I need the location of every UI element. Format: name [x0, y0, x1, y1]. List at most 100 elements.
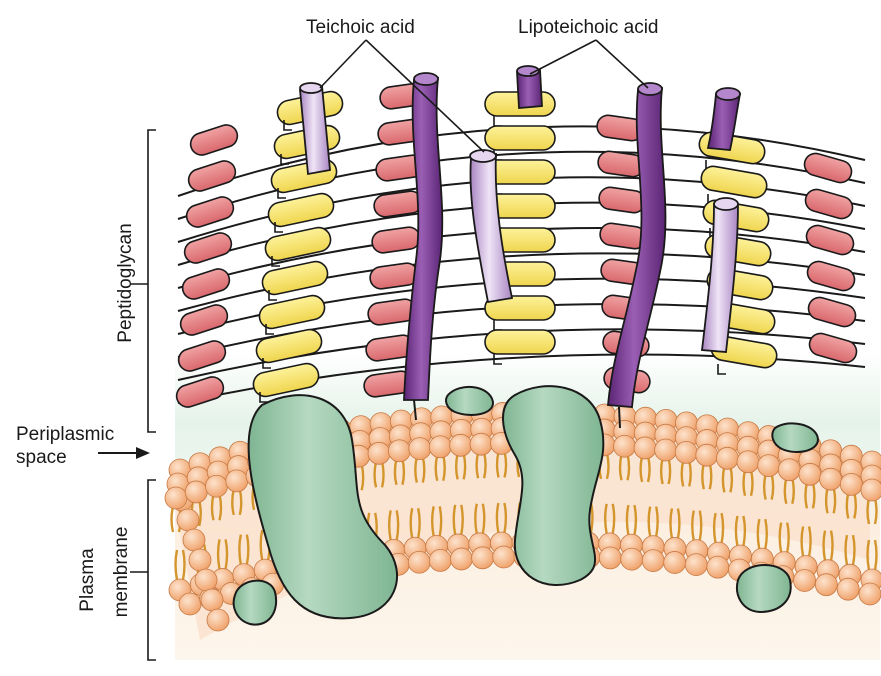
lipoteichoic-anchor-2 [618, 406, 621, 429]
phospholipid-head [408, 437, 432, 460]
teichoic-rod-2 [469, 152, 514, 304]
lipid-tail [474, 503, 486, 535]
lipid-tail [734, 515, 747, 547]
phospholipid-head [798, 462, 822, 486]
lipid-tail [822, 530, 834, 561]
peptidoglycan-label: Peptidoglycan [115, 223, 136, 343]
membrane-proteins [232, 385, 820, 626]
phospholipid-head [633, 436, 657, 460]
lipid-tail [216, 539, 229, 570]
lipid-tail [625, 504, 638, 536]
teichoic-leader-left [319, 39, 367, 89]
plasma-membrane-label-line2: membrane [111, 526, 132, 618]
phospholipid-head [736, 450, 760, 474]
phospholipid-head [715, 446, 739, 470]
phospholipid-head [620, 547, 644, 571]
phospholipid-head [492, 545, 516, 569]
nag-units [175, 82, 858, 408]
nag-unit [804, 188, 854, 220]
lipid-tail [844, 534, 856, 566]
phospholipid-head [814, 573, 838, 597]
periplasmic-space-label-line2: space [16, 447, 67, 468]
peptide-crosslink [277, 188, 286, 199]
lipid-tail [778, 522, 790, 553]
peptide-crosslink [280, 154, 289, 165]
nam-unit [267, 192, 335, 228]
nag-unit [177, 340, 227, 372]
plasma-membrane-bracket [147, 479, 156, 661]
nam-unit [264, 226, 332, 262]
phospholipid-head [206, 608, 230, 632]
phospholipid-head [757, 454, 781, 477]
phospholipid-head [200, 588, 224, 612]
nam-unit [255, 328, 323, 364]
lipoteichoic-leader-right [595, 39, 649, 89]
peptide-crosslink [493, 354, 502, 365]
phospholipid-head [449, 433, 473, 457]
nam-unit [258, 294, 326, 330]
phospholipid-head [836, 577, 860, 601]
lipid-tail [603, 503, 616, 535]
phospholipid-head [706, 555, 730, 579]
membrane-protein-large-center [502, 385, 605, 586]
nag-unit [189, 124, 239, 156]
phospholipid-head [407, 550, 431, 574]
lipoteichoic-rod-1 [403, 77, 444, 401]
brackets [130, 129, 156, 661]
lipoteichoic-rod-3-cap [516, 65, 540, 77]
nam-unit [252, 362, 320, 398]
lipoteichoic-rod-4-cap [715, 87, 741, 101]
teichoic-acid-rods [299, 82, 739, 353]
peptide-crosslink [268, 290, 277, 301]
nag-unit [175, 376, 225, 408]
phospholipid-head [367, 441, 391, 465]
phospholipid-head [654, 438, 678, 462]
peptide-crosslink [717, 364, 726, 375]
phospholipid-head [164, 486, 188, 510]
teichoic-rod-3 [700, 203, 739, 353]
nag-unit [183, 232, 233, 264]
lipid-tail [800, 526, 812, 557]
phospholipid-head [188, 548, 212, 572]
phospholipid-head [839, 473, 863, 496]
phospholipid-head [663, 551, 687, 574]
lipid-tail [430, 506, 443, 537]
lipoteichoic-leader-left [529, 39, 597, 75]
plasma-membrane-label-line1: Plasma [77, 548, 98, 612]
phospholipid-head [388, 439, 411, 463]
nam-unit [484, 125, 556, 151]
lipid-tail [409, 507, 421, 539]
phospholipid-head [182, 528, 206, 552]
phospholipid-head [695, 443, 719, 467]
phospholipid-head [225, 469, 249, 493]
phospholipid-head [858, 582, 881, 606]
nag-unit [185, 196, 235, 228]
lipoteichoic-rod-1-cap [413, 72, 439, 86]
lipoteichoic-rod-2 [607, 87, 667, 408]
lipoteichoic-rod-4 [706, 93, 742, 151]
phospholipid-head [428, 435, 452, 459]
peptide-crosslink [493, 116, 502, 127]
phospholipid-head [793, 569, 816, 592]
nam-unit [261, 260, 329, 296]
lipid-tail [712, 512, 725, 544]
periplasmic-space-label-line1: Periplasmic [16, 424, 115, 445]
teichoic-rod-3-cap [713, 197, 739, 211]
phospholipid-head [194, 568, 218, 592]
nag-unit [179, 304, 229, 336]
phospholipid-head [613, 434, 636, 458]
membrane-protein-small-top [445, 385, 495, 416]
glycan-strand [177, 150, 866, 220]
peptide-crosslink [274, 222, 283, 233]
lipoteichoic-acid-rods [403, 65, 742, 429]
phospholipid-head [428, 549, 452, 572]
lipid-tail [452, 504, 464, 536]
peptide-crosslink [262, 358, 271, 369]
phospholipid-head [205, 474, 228, 498]
peptide-crosslink [283, 120, 292, 131]
teichoic-rod-1-cap [299, 82, 323, 94]
teichoic-acid-label: Teichoic acid [306, 17, 415, 38]
lipid-tail [691, 510, 703, 541]
